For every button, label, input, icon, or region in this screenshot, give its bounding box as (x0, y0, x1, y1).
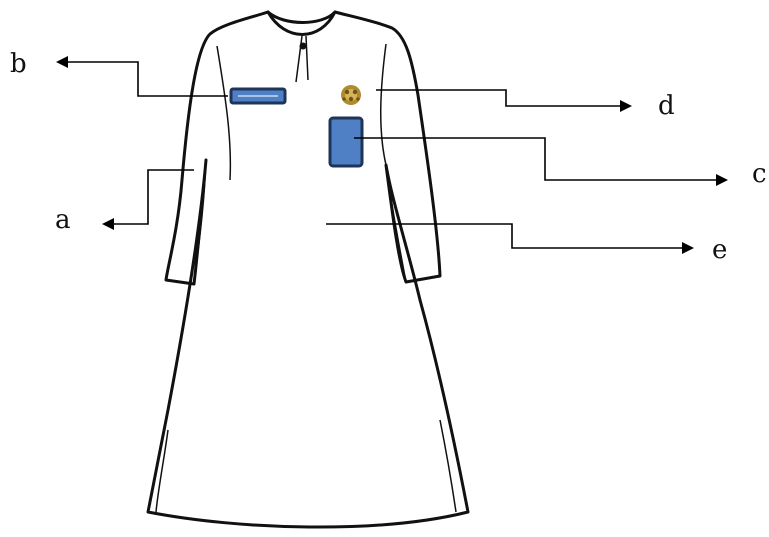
leader-b (56, 56, 228, 96)
right-sleeve-seam (381, 44, 386, 165)
label-a: a (55, 205, 71, 235)
left-sleeve-seam (217, 46, 230, 180)
emblem-badge-icon (341, 85, 361, 105)
label-e: e (712, 235, 727, 265)
leader-e (326, 224, 694, 254)
label-b: b (10, 49, 27, 79)
label-d: d (658, 91, 675, 121)
leader-d (376, 90, 632, 112)
label-c: c (752, 159, 767, 189)
name-tag-icon (231, 89, 285, 103)
leader-c (354, 138, 728, 186)
neck-button (300, 43, 307, 50)
pocket-badge-icon (330, 118, 362, 166)
